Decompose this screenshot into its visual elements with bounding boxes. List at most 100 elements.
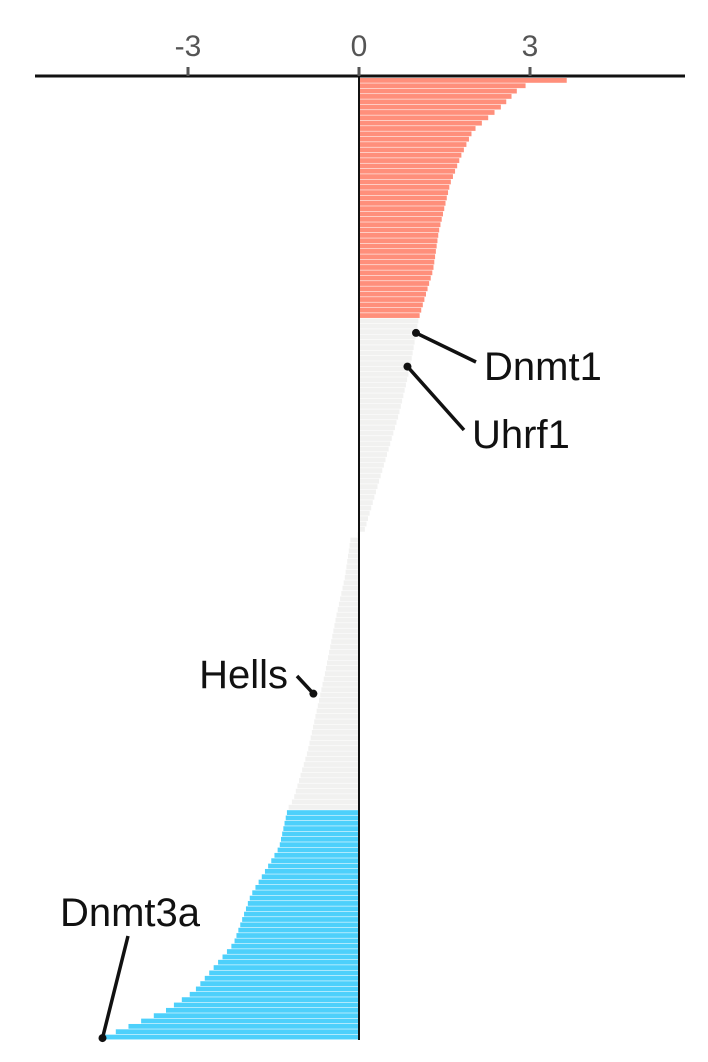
bar — [359, 259, 435, 265]
bar — [359, 521, 367, 527]
annotation-label: Dnmt1 — [484, 345, 602, 389]
bar — [359, 206, 445, 212]
bar — [258, 879, 359, 885]
bar — [329, 649, 359, 655]
bar — [298, 778, 359, 783]
bar — [337, 607, 359, 612]
bar — [303, 762, 359, 767]
bar — [359, 232, 439, 238]
bar — [359, 94, 512, 99]
bar — [359, 377, 408, 383]
bar — [249, 895, 359, 901]
bar — [234, 938, 359, 944]
bar — [271, 858, 359, 864]
bar — [359, 478, 380, 484]
bar — [294, 794, 359, 799]
bar — [359, 104, 501, 110]
bar — [359, 270, 433, 276]
bar — [359, 425, 395, 431]
bar — [345, 569, 359, 575]
bar — [288, 804, 359, 810]
bar — [359, 441, 391, 447]
bar — [359, 462, 384, 468]
bar — [359, 142, 467, 147]
bar — [231, 943, 359, 949]
bar — [283, 826, 359, 832]
bar — [348, 553, 359, 559]
bar — [359, 452, 388, 457]
bar — [325, 665, 359, 671]
bar — [320, 692, 359, 698]
bar — [359, 339, 415, 345]
bar — [359, 99, 507, 105]
bar — [359, 158, 460, 163]
bar — [331, 639, 359, 644]
annotation-point — [309, 689, 318, 698]
bar — [359, 505, 372, 511]
bar — [359, 404, 401, 409]
bar — [209, 970, 359, 976]
bar — [359, 510, 370, 516]
bar — [359, 414, 399, 420]
bar — [359, 468, 383, 473]
bar — [359, 211, 443, 217]
bar — [322, 681, 359, 687]
bar — [359, 382, 406, 388]
bar — [321, 687, 359, 693]
bar — [359, 281, 430, 286]
bar — [359, 318, 419, 324]
bar — [279, 842, 359, 848]
bar — [297, 783, 359, 789]
bar — [359, 216, 442, 222]
annotation-point — [98, 1034, 107, 1043]
bar — [244, 911, 359, 917]
bar — [315, 713, 359, 719]
bar — [295, 788, 359, 794]
bar — [359, 350, 413, 356]
bar — [285, 815, 359, 821]
bar — [359, 131, 472, 137]
annotation-label: Hells — [199, 653, 288, 697]
bar — [359, 254, 436, 260]
bar — [342, 585, 359, 591]
bar — [305, 756, 359, 762]
bar — [359, 489, 376, 495]
bar — [359, 302, 423, 308]
bar — [359, 243, 437, 249]
bar — [324, 671, 359, 677]
bar — [359, 286, 428, 292]
bar — [359, 227, 440, 233]
bar — [330, 644, 359, 650]
bar — [323, 676, 359, 682]
bar — [128, 1023, 359, 1029]
bar — [335, 617, 359, 623]
bar — [282, 831, 359, 837]
bar — [226, 949, 359, 954]
bar — [344, 575, 359, 580]
bar — [341, 591, 359, 596]
bar — [328, 655, 359, 660]
bar — [308, 746, 359, 751]
bar — [277, 847, 359, 853]
annotation-leader-line — [295, 674, 315, 695]
bar — [318, 697, 359, 703]
bar — [141, 1018, 359, 1024]
bar — [359, 265, 434, 270]
bar — [268, 863, 359, 869]
bar — [286, 810, 359, 815]
bar — [346, 564, 359, 570]
bar — [350, 537, 359, 543]
annotation-leader-line — [415, 331, 477, 364]
bar — [359, 83, 526, 89]
bar — [204, 975, 359, 981]
bar-series — [103, 78, 567, 1040]
bar — [306, 751, 359, 757]
bar — [359, 398, 403, 404]
bar — [316, 708, 359, 714]
bar — [359, 120, 482, 126]
bar — [173, 1002, 359, 1008]
bar — [359, 115, 489, 121]
bar — [359, 366, 410, 372]
bar — [255, 885, 359, 890]
